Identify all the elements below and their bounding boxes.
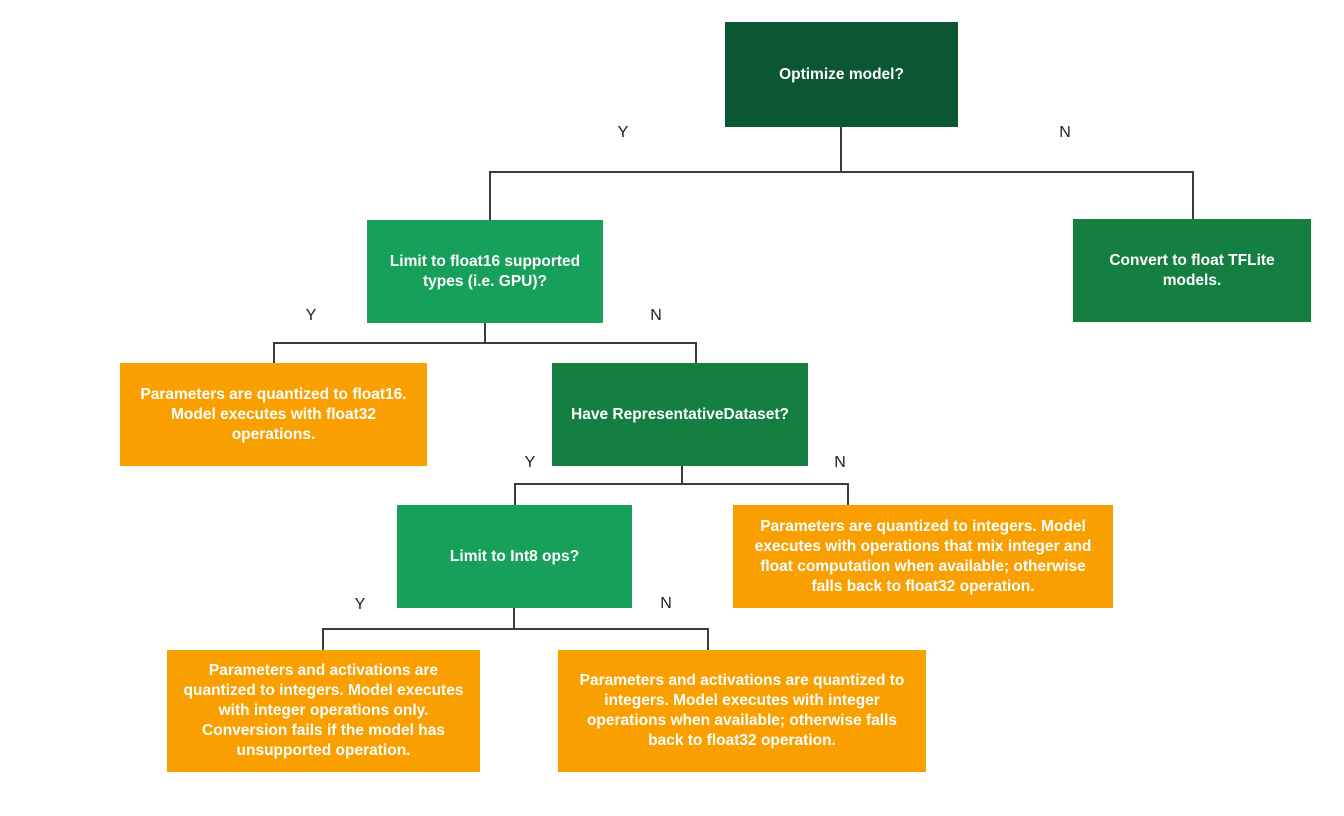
node-integer-only-result: Parameters and activations are quantized… bbox=[167, 650, 480, 772]
edge-int8-stem bbox=[513, 608, 515, 630]
node-float16-quantized-result: Parameters are quantized to float16. Mod… bbox=[120, 363, 427, 466]
edge-float16-crossbar bbox=[273, 342, 697, 344]
edge-optimize-crossbar bbox=[489, 171, 1194, 173]
edge-repdataset-yes-drop bbox=[514, 483, 516, 505]
label-optimize-yes: Y bbox=[617, 124, 629, 141]
label-repdataset-yes: Y bbox=[524, 454, 536, 471]
label-int8-yes: Y bbox=[354, 596, 366, 613]
edge-int8-no-drop bbox=[707, 628, 709, 650]
node-convert-float-tflite: Convert to float TFLite models. bbox=[1073, 219, 1311, 322]
node-have-representative-dataset: Have RepresentativeDataset? bbox=[552, 363, 808, 466]
edge-float16-stem bbox=[484, 323, 486, 344]
edge-int8-crossbar bbox=[322, 628, 709, 630]
edge-repdataset-stem bbox=[681, 466, 683, 485]
label-float16-yes: Y bbox=[305, 307, 317, 324]
label-optimize-no: N bbox=[1059, 124, 1071, 141]
node-optimize-model: Optimize model? bbox=[725, 22, 958, 127]
node-have-representative-dataset-text: Have RepresentativeDataset? bbox=[571, 405, 789, 423]
edge-float16-yes-drop bbox=[273, 342, 275, 363]
node-limit-int8-ops: Limit to Int8 ops? bbox=[397, 505, 632, 608]
node-integer-only-result-text: Parameters and activations are quantized… bbox=[183, 662, 464, 759]
label-float16-no: N bbox=[650, 307, 662, 324]
node-integer-fallback-result-text: Parameters and activations are quantized… bbox=[579, 672, 905, 749]
node-mixed-integer-float-result-text: Parameters are quantized to integers. Mo… bbox=[754, 517, 1092, 595]
edge-optimize-stem bbox=[840, 127, 842, 173]
edge-optimize-yes-drop bbox=[489, 171, 491, 220]
node-float16-quantized-result-text: Parameters are quantized to float16. Mod… bbox=[140, 385, 407, 443]
node-mixed-integer-float-result: Parameters are quantized to integers. Mo… bbox=[733, 505, 1113, 608]
node-limit-float16-text: Limit to float16 supported types (i.e. G… bbox=[389, 252, 581, 290]
node-integer-fallback-result: Parameters and activations are quantized… bbox=[558, 650, 926, 772]
edge-repdataset-crossbar bbox=[514, 483, 849, 485]
label-int8-no: N bbox=[660, 595, 672, 612]
node-convert-float-tflite-text: Convert to float TFLite models. bbox=[1109, 251, 1275, 289]
edge-float16-no-drop bbox=[695, 342, 697, 363]
node-limit-float16: Limit to float16 supported types (i.e. G… bbox=[367, 220, 603, 323]
node-limit-int8-ops-text: Limit to Int8 ops? bbox=[449, 547, 580, 565]
node-optimize-model-text: Optimize model? bbox=[779, 65, 904, 83]
edge-repdataset-no-drop bbox=[847, 483, 849, 505]
edge-int8-yes-drop bbox=[322, 628, 324, 650]
label-repdataset-no: N bbox=[834, 454, 846, 471]
edge-optimize-no-drop bbox=[1192, 171, 1194, 219]
